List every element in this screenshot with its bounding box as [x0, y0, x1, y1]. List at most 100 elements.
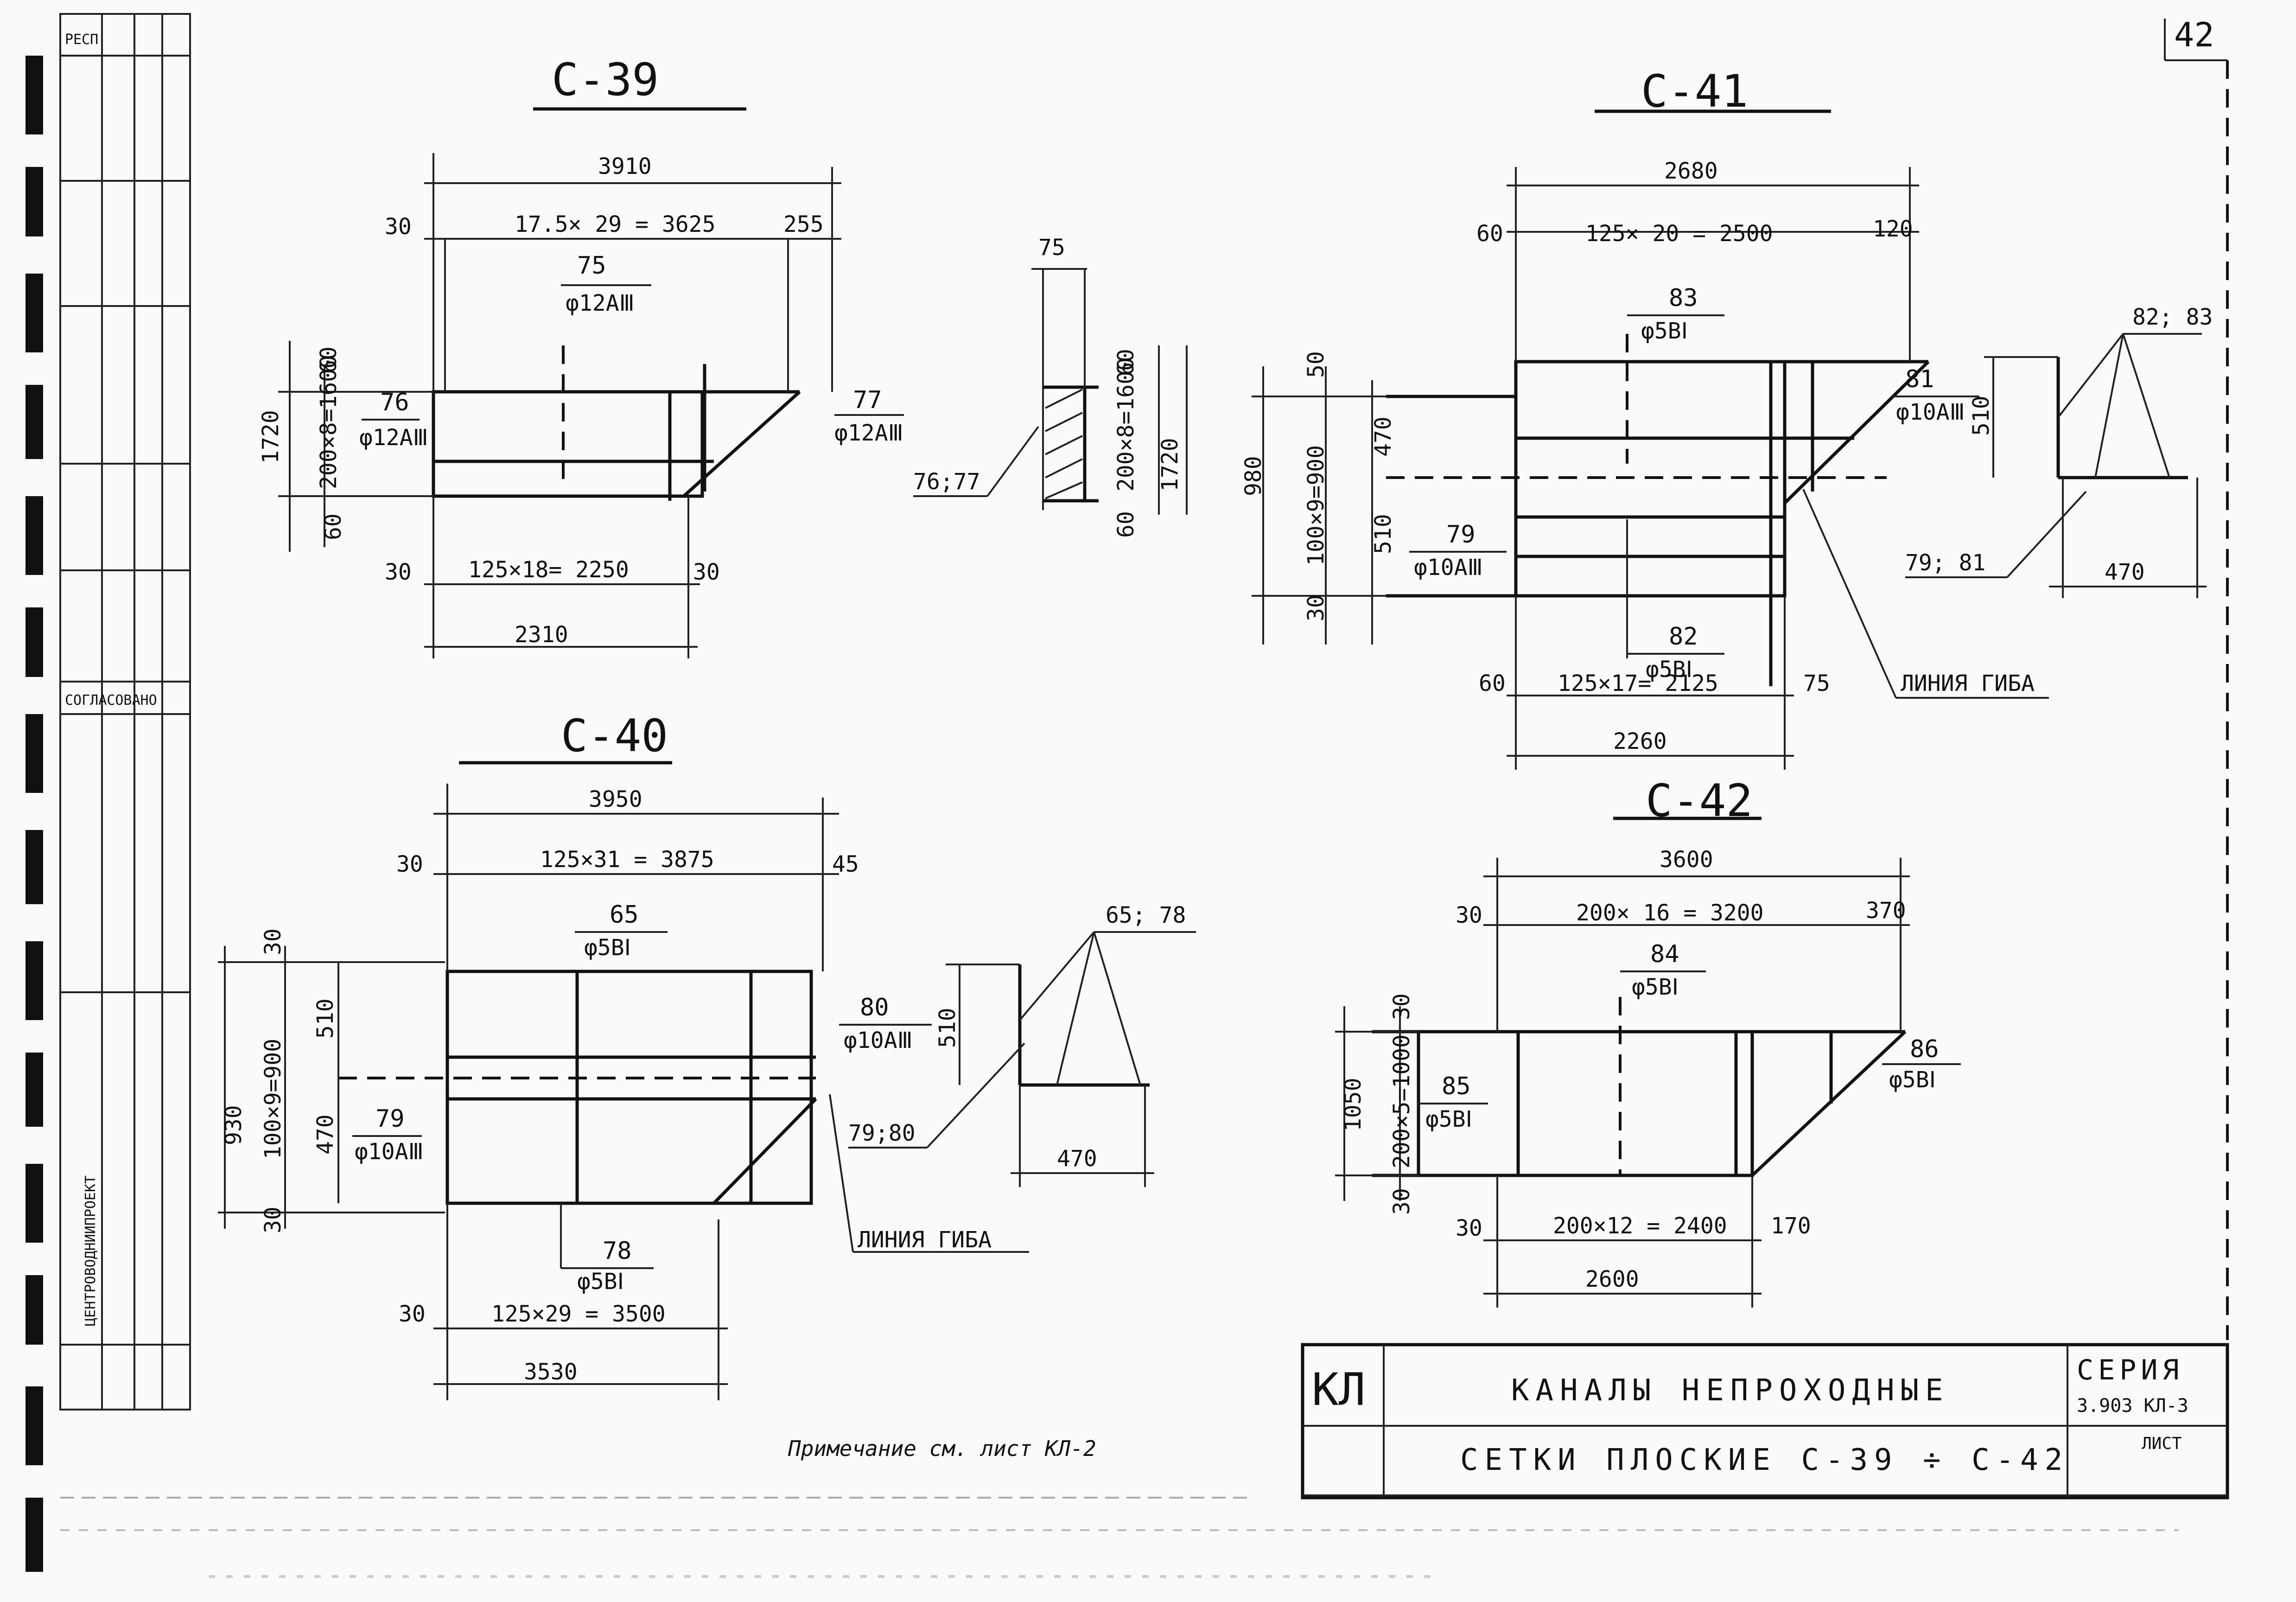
c39-left-overall: 1720: [258, 410, 284, 464]
c40-mark-d: 78: [603, 1237, 632, 1265]
c41-left-top: 50: [1303, 351, 1329, 378]
view-c40: С-40 3950 30 125×31 = 3875 45 930 30 100…: [218, 710, 1029, 1400]
c40-mark-c-spec: φ10АⅢ: [844, 1028, 913, 1053]
c42-left-overall: 1050: [1340, 1078, 1366, 1131]
scan-residue: [60, 1497, 2179, 1578]
c42-mark-b: 85: [1442, 1072, 1471, 1100]
c40-mark-b: 79: [375, 1105, 405, 1133]
c40s-width: 470: [1057, 1146, 1097, 1172]
c39-mark-a-spec: φ12АⅢ: [566, 290, 635, 316]
c41-mark-c-spec: φ10АⅢ: [1414, 555, 1483, 581]
c40-left-top: 30: [260, 928, 286, 955]
c39-top-left: 30: [385, 214, 412, 240]
c41-left-bot: 30: [1303, 594, 1329, 621]
c40-bot-left: 30: [399, 1301, 426, 1327]
c39s-overall: 1720: [1157, 438, 1183, 491]
c40-bend-line: ЛИНИЯ ГИБА: [858, 1227, 992, 1253]
c39s-right-top: 60: [1113, 349, 1139, 376]
c42-mark-a: 84: [1650, 940, 1679, 968]
c42-left-top: 30: [1389, 993, 1415, 1020]
c40-title: С-40: [561, 710, 668, 762]
stamp-header: РЕСП: [65, 32, 98, 48]
c39-bot-mid: 125×18= 2250: [468, 557, 629, 583]
section-c39: 75 60 200×8=1600 60 1720 76;77: [913, 235, 1188, 538]
c40-left-mid: 100×9=900: [260, 1039, 286, 1159]
c39-bot-right: 30: [693, 559, 720, 585]
c42-mark-c-spec: φ5ВⅠ: [1889, 1067, 1936, 1093]
c41-mark-c: 79: [1446, 521, 1476, 549]
c40-mark-a: 65: [610, 901, 639, 929]
tb-sheet-label: ЛИСТ: [2142, 1434, 2182, 1453]
c41-mark-a: 83: [1669, 284, 1698, 312]
title-block: КЛ КАНАЛЫ НЕПРОХОДНЫЕ СЕТКИ ПЛОСКИЕ С-39…: [1301, 1343, 2229, 1500]
c41-bot-mid: 125×17= 2125: [1558, 670, 1718, 696]
c39-mark-c: 77: [853, 386, 882, 414]
c39-bot-left: 30: [385, 559, 412, 585]
c41-bot-left: 60: [1479, 670, 1506, 696]
stamp-agreed: СОГЛАСОВАНО: [65, 692, 157, 708]
c41s-callout-top: 82; 83: [2132, 304, 2213, 330]
c41s-callout: 79; 81: [1905, 550, 1985, 576]
footnote: Примечание см. лист КЛ-2: [788, 1436, 1096, 1461]
c42-mark-c: 86: [1910, 1035, 1939, 1063]
c39-top-overall: 3910: [598, 153, 652, 179]
tb-code: КЛ: [1312, 1364, 1366, 1416]
c41-mark-d-spec: φ5ВⅠ: [1646, 657, 1692, 683]
c41-bend-line: ЛИНИЯ ГИБА: [1901, 670, 2035, 696]
c39-bot-overall: 2310: [515, 622, 568, 648]
c40-top-overall: 3950: [589, 786, 642, 812]
c41-mark-d: 82: [1669, 623, 1698, 651]
c40-top-mid: 125×31 = 3875: [540, 847, 714, 873]
c42-left-mid: 200×5=1000: [1389, 1034, 1415, 1168]
c39-left-bot: 60: [320, 513, 346, 540]
c39-title: С-39: [552, 54, 659, 106]
c41-top-left: 60: [1476, 221, 1503, 247]
c41-inner-b: 510: [1370, 514, 1396, 554]
sheet-frame: 42: [2164, 15, 2229, 1340]
section-c41: 82; 83 510 470 79; 81: [1905, 304, 2213, 598]
c42-bot-mid: 200×12 = 2400: [1553, 1213, 1727, 1239]
c41-top-mid: 125× 20 = 2500: [1585, 221, 1773, 247]
c41-title: С-41: [1641, 65, 1748, 117]
c40s-callout-top: 65; 78: [1106, 902, 1186, 928]
c39-top-right: 255: [783, 211, 824, 237]
c41-top-right: 120: [1873, 216, 1913, 242]
c40s-height: 510: [935, 1008, 960, 1048]
c39-top-mid: 17.5× 29 = 3625: [515, 211, 715, 237]
c40-mark-a-spec: φ5ВⅠ: [584, 935, 631, 961]
c40-bot-overall: 3530: [524, 1359, 578, 1385]
side-stamp: РЕСП СОГЛАСОВАНО ЦЕНТРОВОДНИИПРОЕКТ: [59, 13, 191, 1411]
c40-mark-c: 80: [860, 994, 889, 1021]
c42-top-left: 30: [1456, 902, 1482, 928]
c39-mark-c-spec: φ12АⅢ: [834, 420, 903, 446]
c42-left-bot: 30: [1389, 1188, 1415, 1215]
c41-mark-b: 81: [1905, 365, 1934, 393]
scan-edge-marks: [25, 56, 43, 1572]
c41-mark-b-spec: φ10АⅢ: [1896, 399, 1965, 425]
tb-line1: КАНАЛЫ НЕПРОХОДНЫЕ: [1511, 1373, 1950, 1408]
c39s-callout: 76;77: [913, 469, 980, 495]
c39-mark-b-spec: φ12АⅢ: [359, 425, 428, 451]
view-c42: С-42 3600 30 200× 16 = 3200 370 1050 30 …: [1335, 775, 1961, 1308]
section-c40: 65; 78 510 470 79;80: [848, 902, 1196, 1187]
c41-top-overall: 2680: [1664, 158, 1718, 184]
stamp-institute: ЦЕНТРОВОДНИИПРОЕКТ: [83, 1175, 99, 1326]
tb-series-value: 3.903 КЛ-3: [2077, 1395, 2188, 1417]
c42-bot-right: 170: [1771, 1213, 1811, 1239]
c42-mark-a-spec: φ5ВⅠ: [1632, 974, 1679, 1000]
c39-mark-b: 76: [380, 389, 409, 416]
c40s-callout: 79;80: [848, 1120, 916, 1146]
c41-inner-a: 470: [1370, 416, 1396, 457]
c42-top-overall: 3600: [1660, 847, 1713, 873]
c40-bot-mid: 125×29 = 3500: [491, 1301, 666, 1327]
c42-bot-overall: 2600: [1585, 1266, 1639, 1292]
c42-bot-left: 30: [1456, 1215, 1482, 1241]
c39s-top: 75: [1038, 235, 1065, 261]
c40-mark-b-spec: φ10АⅢ: [355, 1139, 424, 1165]
c39s-right-bot: 60: [1113, 511, 1139, 538]
view-c41: С-41 2680 60 125× 20 = 2500 120 980 50 1…: [1240, 65, 2049, 770]
c40-inner-b: 470: [312, 1114, 338, 1155]
c40-inner-a: 510: [312, 998, 338, 1039]
tb-line2: СЕТКИ ПЛОСКИЕ С-39 ÷ С-42: [1460, 1443, 2069, 1477]
